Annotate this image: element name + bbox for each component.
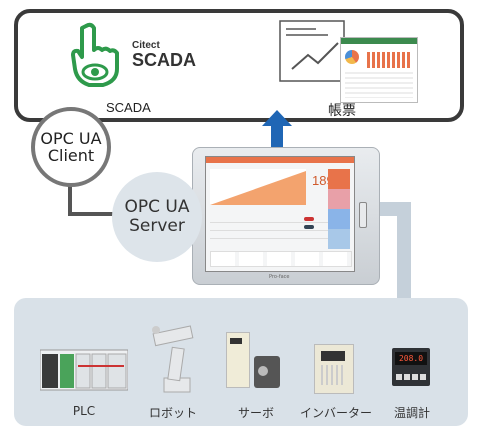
hmi-screen: 189	[205, 156, 355, 272]
servo-icon	[226, 332, 282, 394]
spreadsheet-thumbnail	[340, 37, 418, 103]
report-illustration	[278, 19, 418, 103]
device-label-servo: サーボ	[237, 406, 275, 420]
hmi-device-line	[374, 202, 411, 300]
robot-icon	[152, 325, 194, 393]
upward-arrow-icon	[262, 110, 292, 154]
client-line2: Client	[47, 146, 95, 165]
logo-top-text: Citect	[132, 40, 160, 51]
hmi-side-button[interactable]	[359, 202, 367, 228]
scada-label: SCADA	[106, 100, 151, 115]
hmi-brand: Pro-face	[269, 274, 290, 280]
plc-icon	[40, 349, 128, 391]
server-line1: OPC UA	[124, 197, 190, 217]
client-line1: OPC UA	[40, 129, 102, 148]
document-chart-icon	[279, 20, 345, 82]
logo-main-text: SCADA	[132, 50, 197, 70]
hmi-panel: 189 Pro-face	[192, 147, 380, 285]
device-label-robot: ロボット	[148, 406, 198, 420]
hand-eye-icon	[71, 22, 119, 87]
temp-readout: 208.0	[395, 352, 427, 365]
report-label: 帳票	[328, 102, 356, 118]
device-label-temp-controller: 温調計	[393, 406, 431, 420]
client-server-line	[68, 182, 120, 216]
device-label-plc: PLC	[72, 404, 96, 418]
inverter-icon	[314, 344, 354, 394]
hmi-ramp-graphic	[210, 169, 306, 205]
citect-scada-logo: Citect SCADA	[64, 22, 204, 88]
server-line2: Server	[129, 216, 185, 236]
device-label-inverter: インバーター	[299, 406, 373, 420]
temperature-controller-icon: 208.0	[392, 348, 430, 386]
